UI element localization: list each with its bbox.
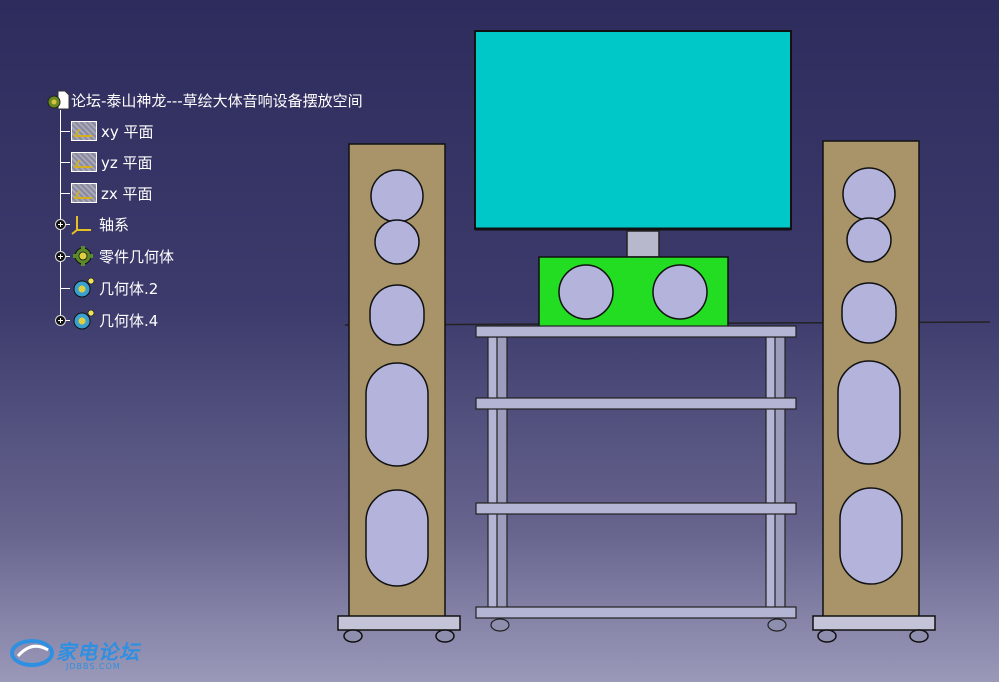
speaker-foot: [435, 629, 455, 643]
tree-item-label: 零件几何体: [99, 247, 175, 266]
tree-item-xy-plane[interactable]: xy 平面: [71, 120, 154, 142]
tree-item-geometric-body-2[interactable]: 几何体.2: [71, 277, 158, 299]
left-tower-speaker[interactable]: [337, 143, 461, 643]
rack-post: [774, 336, 786, 618]
tree-item-yz-plane[interactable]: yz 平面: [71, 151, 153, 173]
rack-shelf: [475, 397, 797, 410]
tree-item-label: zx 平面: [101, 184, 153, 203]
speaker-driver: [846, 217, 892, 263]
part-document-icon: [46, 89, 70, 111]
tv-screen: [474, 30, 792, 230]
tree-connector-line: [60, 110, 61, 320]
tree-item-label: xy 平面: [101, 122, 154, 141]
right-tower-speaker[interactable]: [812, 140, 936, 643]
expand-toggle-icon[interactable]: [55, 315, 66, 326]
tree-item-geometric-body-4[interactable]: 几何体.4: [71, 309, 158, 331]
speaker-driver: [365, 489, 429, 587]
site-watermark: 家电论坛 JDBBS.COM: [10, 636, 150, 676]
specification-tree: 论坛-泰山神龙---草绘大体音响设备摆放空间 xy 平面 yz 平面 zx 平面…: [0, 0, 430, 340]
tv[interactable]: [474, 30, 792, 258]
tree-item-label: 轴系: [99, 215, 130, 234]
equipment-rack[interactable]: [475, 325, 797, 632]
speaker-driver: [841, 282, 897, 344]
speaker-driver: [842, 167, 896, 221]
center-speaker-driver-left: [558, 264, 614, 320]
tree-root-label: 论坛-泰山神龙---草绘大体音响设备摆放空间: [71, 91, 363, 110]
geometric-body-icon: [71, 309, 95, 331]
rack-foot: [767, 618, 787, 632]
speaker-driver: [837, 360, 901, 465]
tree-item-axis-system[interactable]: 轴系: [71, 213, 129, 235]
tree-item-part-body[interactable]: 零件几何体: [71, 245, 174, 267]
expand-toggle-icon[interactable]: [55, 219, 66, 230]
speaker-driver: [374, 219, 420, 265]
expand-toggle-icon[interactable]: [55, 251, 66, 262]
speaker-plinth: [812, 615, 936, 631]
plane-icon: [71, 121, 97, 141]
speaker-foot: [909, 629, 929, 643]
part-body-icon: [71, 245, 95, 267]
tree-item-label: 几何体.2: [99, 279, 159, 298]
speaker-plinth: [337, 615, 461, 631]
watermark-subtitle: JDBBS.COM: [66, 662, 121, 671]
center-speaker-driver-right: [652, 264, 708, 320]
tree-connector-line: [60, 131, 70, 132]
tree-item-label: 几何体.4: [99, 311, 159, 330]
speaker-driver: [369, 284, 425, 346]
rack-foot: [490, 618, 510, 632]
tree-connector-line: [60, 193, 70, 194]
speaker-foot: [817, 629, 837, 643]
tree-connector-line: [60, 162, 70, 163]
watermark-title: 家电论坛: [56, 640, 140, 664]
speaker-foot: [343, 629, 363, 643]
speaker-driver: [365, 362, 429, 467]
tree-item-label: yz 平面: [101, 153, 153, 172]
rack-post: [496, 336, 508, 618]
rack-shelf: [475, 325, 797, 338]
geometric-body-icon: [71, 277, 95, 299]
tree-root-node[interactable]: 论坛-泰山神龙---草绘大体音响设备摆放空间: [46, 89, 363, 111]
watermark-logo-icon: [10, 639, 54, 667]
plane-icon: [71, 183, 97, 203]
plane-icon: [71, 152, 97, 172]
speaker-driver: [839, 487, 903, 585]
tree-connector-line: [60, 288, 70, 289]
tv-stand-neck: [626, 230, 660, 258]
tree-item-zx-plane[interactable]: zx 平面: [71, 182, 153, 204]
center-speaker[interactable]: [538, 256, 729, 329]
axis-system-icon: [71, 213, 95, 235]
rack-shelf: [475, 502, 797, 515]
rack-shelf: [475, 606, 797, 619]
